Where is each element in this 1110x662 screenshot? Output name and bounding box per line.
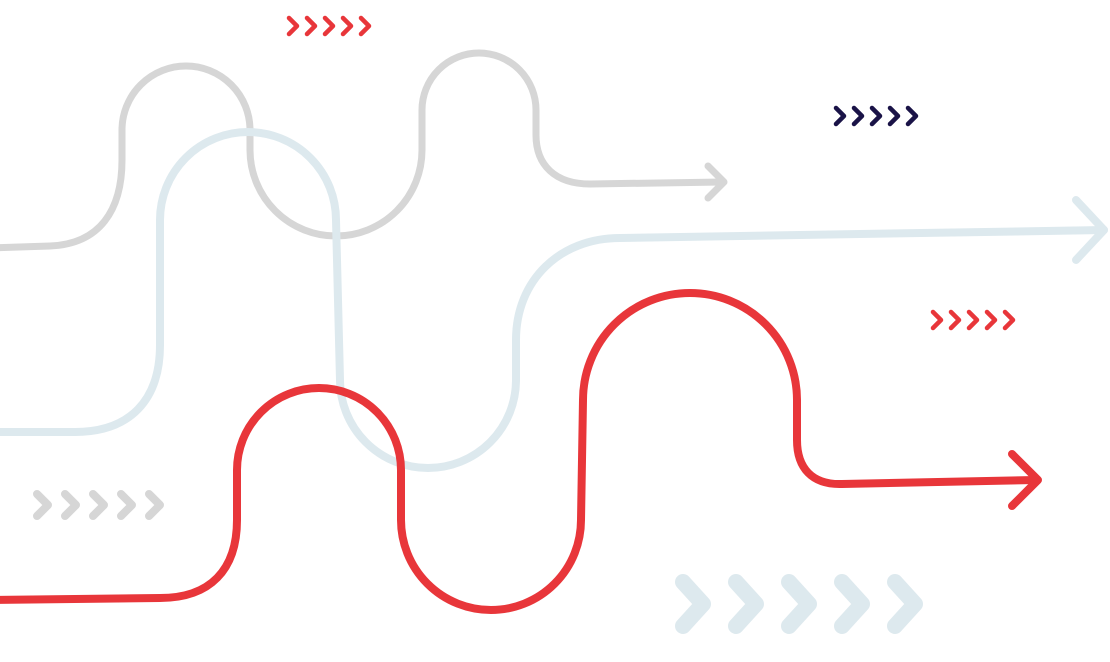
chevron-right-icon (905, 105, 919, 127)
arrow-right-icon (1072, 196, 1108, 264)
chevron-right-icon (948, 309, 962, 331)
chevron-right-icon (728, 574, 764, 634)
chevron-right-icon (887, 574, 923, 634)
chevron-right-icon (117, 490, 136, 520)
chevron-right-icon (322, 15, 336, 37)
chevron-right-icon (869, 105, 883, 127)
chevron-right-icon (358, 15, 372, 37)
gray-wavy-line (0, 49, 728, 252)
chevron-right-icon (851, 105, 865, 127)
arrow-right-icon (704, 162, 728, 202)
light-blue-wavy-line (0, 128, 1108, 472)
chevron-right-icon (1002, 309, 1016, 331)
chevron-right-icon (89, 490, 108, 520)
chevron-right-icon (834, 574, 870, 634)
light-blue-chevrons (675, 574, 923, 634)
arrow-right-icon (1008, 450, 1042, 510)
red-chevrons-top (286, 15, 372, 37)
red-chevrons-right (930, 309, 1016, 331)
chevron-right-icon (781, 574, 817, 634)
navy-chevrons (833, 105, 919, 127)
chevron-right-icon (340, 15, 354, 37)
chevron-right-icon (33, 490, 52, 520)
chevron-right-icon (984, 309, 998, 331)
chevron-right-icon (887, 105, 901, 127)
chevron-right-icon (930, 309, 944, 331)
chevron-right-icon (833, 105, 847, 127)
chevron-right-icon (304, 15, 318, 37)
chevron-right-icon (145, 490, 164, 520)
chevron-right-icon (286, 15, 300, 37)
chevron-right-icon (61, 490, 80, 520)
gray-chevrons (33, 490, 164, 520)
chevron-right-icon (966, 309, 980, 331)
red-wavy-line (0, 289, 1042, 614)
chevron-right-icon (675, 574, 711, 634)
